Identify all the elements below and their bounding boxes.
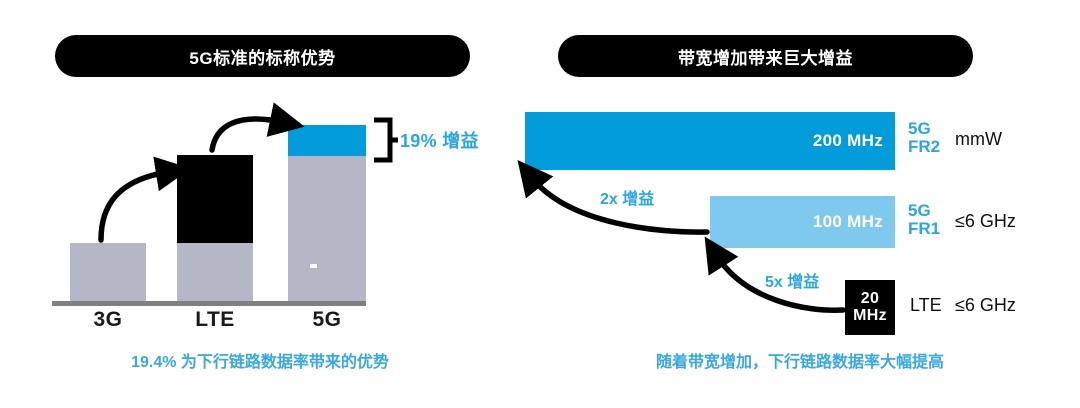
gain-19-percent-label: 19% 增益 (400, 131, 479, 151)
row-tag-5g-fr2: 5G FR2 (908, 119, 941, 157)
row-range-mmw: mmW (955, 129, 1002, 149)
bar-5g-fr2-200mhz: 200 MHz (525, 112, 895, 170)
bar-value-mhz-unit: MHz (853, 306, 887, 324)
left-panel-caption: 19.4% 为下行链路数据率带来的优势 (131, 354, 389, 371)
arrow-lte-to-5g (209, 102, 305, 153)
gain-bracket (374, 117, 398, 163)
row-tag-5g-fr1-band: FR1 (908, 219, 941, 239)
row-range-fr1: ≤6 GHz (955, 211, 1016, 231)
row-tag-5g-fr2-band: FR2 (908, 137, 941, 157)
row-tag-5g-fr1: 5G FR1 (908, 201, 941, 239)
bar-value-20: 20 (860, 289, 880, 307)
row-tag-5g-fr2-tech: 5G (908, 119, 931, 138)
axis-label-5g: 5G (312, 308, 342, 331)
axis-label-lte: LTE (195, 308, 235, 331)
row-tag-lte: LTE (910, 295, 942, 315)
bar-3g-base (70, 243, 146, 301)
bar-5g-base (288, 155, 366, 301)
right-panel-title-pill: 带宽增加带来巨大增益 (558, 35, 973, 77)
right-panel-caption: 随着带宽增加，下行链路数据率大幅提高 (655, 354, 944, 371)
arrow-3g-to-lte (98, 156, 191, 243)
gain-5x-label: 5x 增益 (765, 274, 820, 291)
axis-label-3g: 3G (93, 308, 123, 331)
bar-value-100mhz: 100 MHz (812, 212, 883, 231)
right-panel-title-text: 带宽增加带来巨大增益 (678, 48, 853, 68)
bar-value-200mhz: 200 MHz (812, 131, 883, 150)
left-panel-title-pill: 5G标准的标称优势 (55, 35, 470, 77)
left-panel-title-text: 5G标准的标称优势 (189, 48, 336, 68)
gain-2x-label: 2x 增益 (600, 191, 655, 208)
bar-5g-tick-mark (310, 264, 317, 268)
bar-lte-increment (177, 155, 253, 243)
row-range-lte: ≤6 GHz (955, 295, 1016, 315)
bar-5g-increment (288, 125, 366, 156)
row-tag-5g-fr1-tech: 5G (908, 201, 931, 220)
bar-5g-fr1-100mhz: 100 MHz (710, 196, 895, 248)
bar-lte-20mhz: 20 MHz (845, 280, 895, 335)
bar-lte-base (177, 243, 253, 301)
chart-baseline (52, 301, 366, 306)
